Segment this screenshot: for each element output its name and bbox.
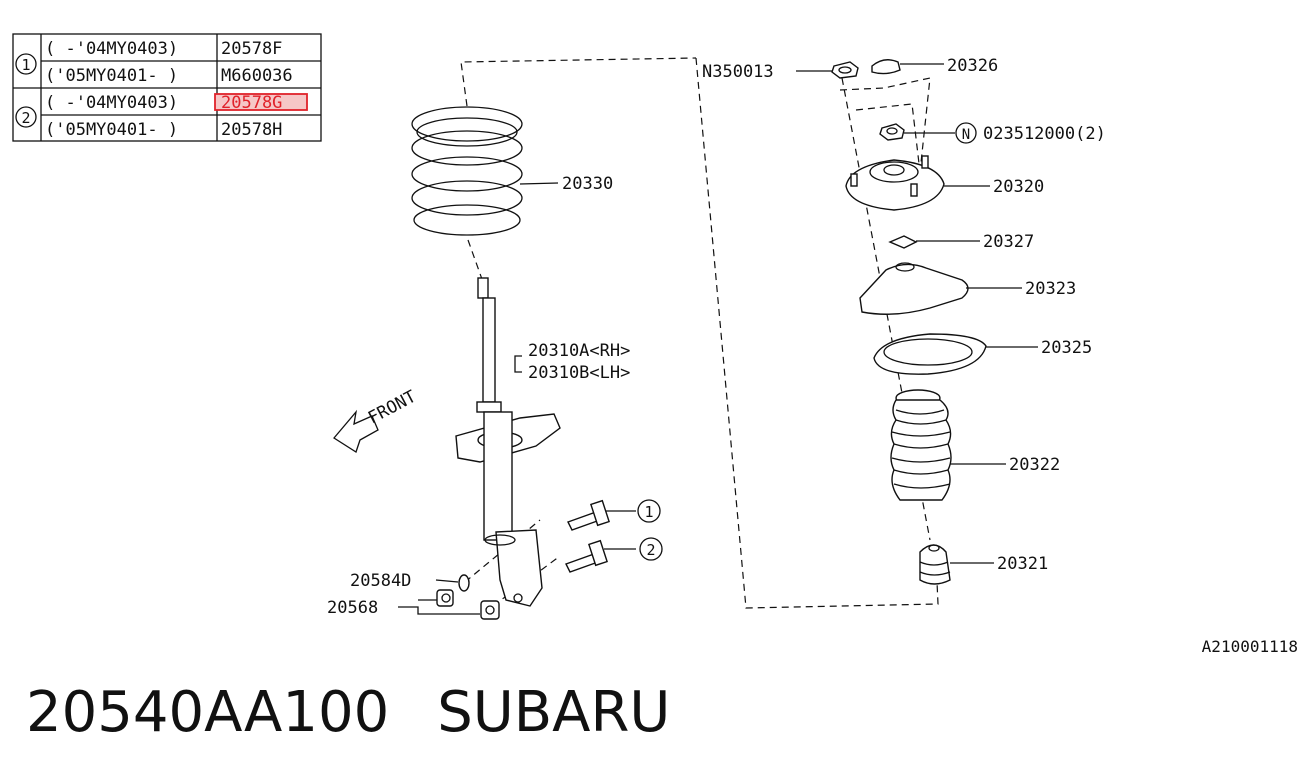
bump-stop — [919, 544, 994, 585]
label-front: FRONT — [365, 387, 420, 429]
group-2-marker-circle — [15, 106, 37, 128]
brand-name: SUBARU — [437, 680, 671, 745]
label-strut-lh: 20310B<LH> — [528, 363, 630, 383]
label-spring-seat: 20323 — [1025, 279, 1076, 299]
label-thrust-washer: 20327 — [983, 232, 1034, 252]
label-cap: 20326 — [947, 56, 998, 76]
table-period-cell: ('05MY0401- ) — [45, 120, 178, 140]
label-strut-rh: 20310A<RH> — [528, 341, 630, 361]
label-rubber-seat: 20325 — [1041, 338, 1092, 358]
label-washer: 20584D — [350, 571, 411, 591]
strut-mount — [845, 155, 990, 211]
bolt-1 — [567, 499, 661, 531]
label-dust-boot: 20322 — [1009, 455, 1060, 475]
group-2-marker: 2 — [21, 109, 30, 127]
thrust-washer — [888, 235, 980, 249]
assembly-dashed-lines — [460, 57, 939, 609]
label-mount-nut: 023512000(2) — [983, 124, 1106, 144]
group-1-marker: 1 — [21, 56, 30, 74]
part-number-table: 1 2 ( -'04MY0403) 20578F ('05MY0401- ) M… — [12, 33, 322, 142]
label-nut: 20568 — [327, 598, 378, 618]
table-part-cell-highlighted[interactable]: 20578G — [221, 93, 282, 113]
callout-1: 1 — [644, 503, 653, 521]
table-period-cell: ( -'04MY0403) — [45, 39, 178, 59]
highlight-box — [214, 93, 308, 111]
label-top-nut: N350013 — [702, 62, 774, 82]
table-period-cell: ('05MY0401- ) — [45, 66, 178, 86]
strut-assembly — [455, 277, 561, 607]
front-arrow-icon — [333, 409, 379, 453]
part-caption: 20540AA100 SUBARU — [26, 680, 670, 745]
label-mount: 20320 — [993, 177, 1044, 197]
group-1-marker-circle — [15, 53, 37, 75]
spring-seat — [859, 262, 1022, 315]
callout-2: 2 — [646, 541, 655, 559]
label-bump-stop: 20321 — [997, 554, 1048, 574]
drawing-code: A210001118 — [1202, 637, 1298, 656]
table-part-cell: M660036 — [221, 66, 293, 86]
strut-exploded-diagram: 1 2 ( -'04MY0403) 20578F ('05MY0401- ) M… — [12, 33, 1298, 656]
top-nut — [796, 61, 859, 79]
mount-nut — [879, 122, 977, 144]
cap — [871, 59, 944, 75]
washer-and-nuts — [398, 574, 500, 620]
dust-boot — [890, 389, 1006, 501]
table-part-cell: 20578F — [221, 39, 282, 59]
part-number: 20540AA100 — [26, 680, 390, 745]
coil-spring — [411, 106, 559, 236]
table-part-cell: 20578H — [221, 120, 282, 140]
n-marker: N — [962, 127, 970, 143]
bolt-2 — [565, 537, 663, 573]
label-spring: 20330 — [562, 174, 613, 194]
rubber-seat — [873, 333, 1038, 375]
table-period-cell: ( -'04MY0403) — [45, 93, 178, 113]
